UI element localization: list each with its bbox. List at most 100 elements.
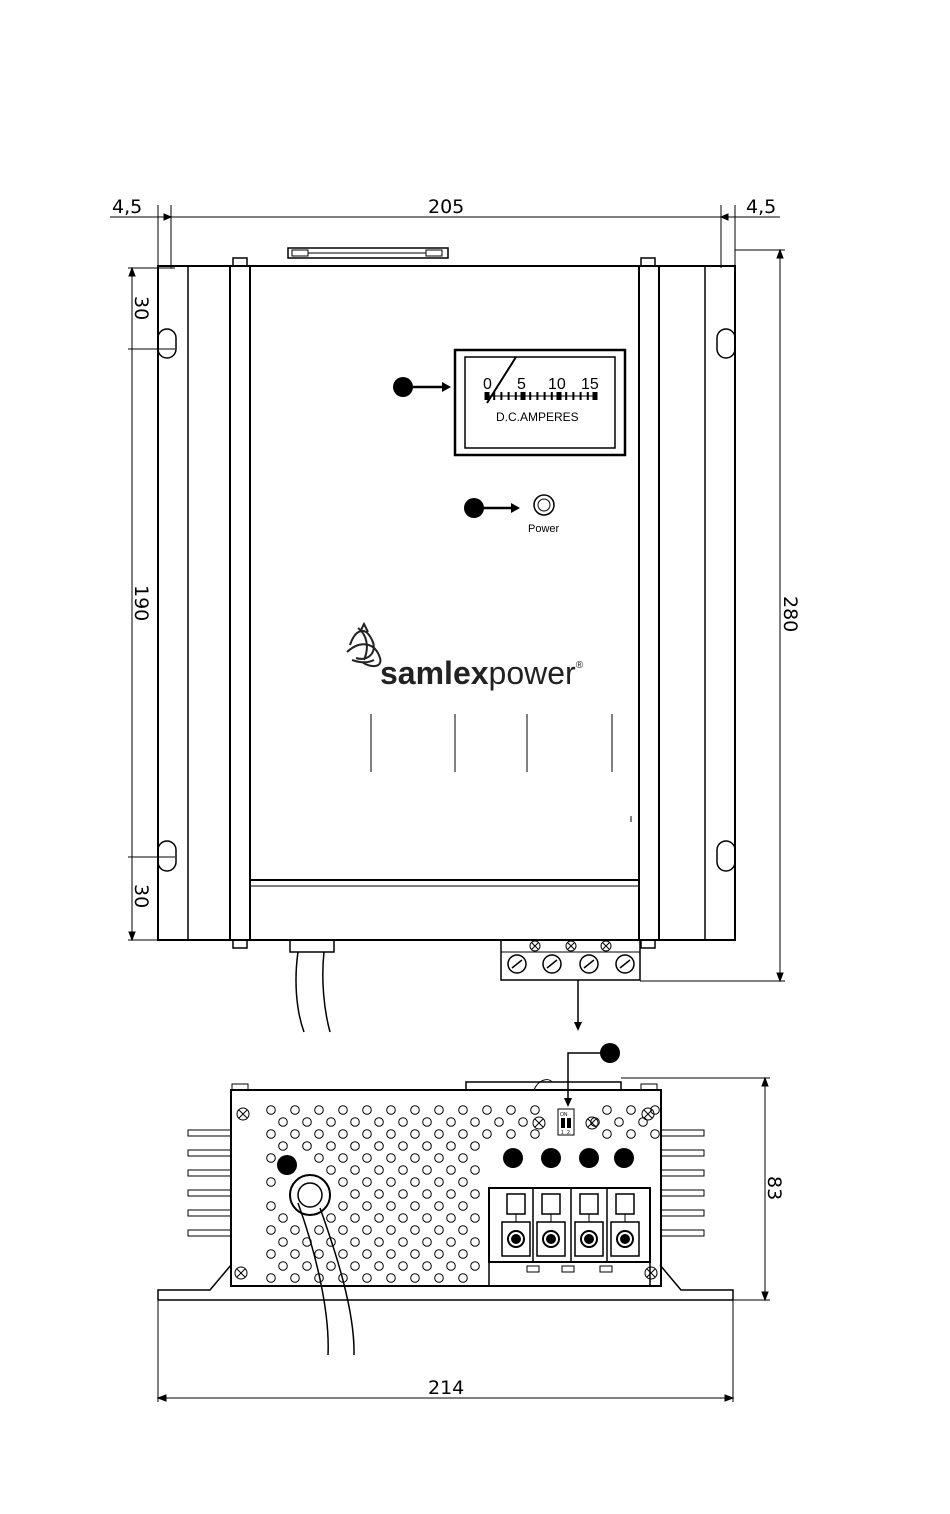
- dim-left-margin: 4,5: [112, 196, 142, 218]
- vent-hole: [459, 1202, 468, 1211]
- vent-hole: [471, 1190, 480, 1199]
- vent-hole: [279, 1262, 288, 1271]
- vent-hole: [627, 1106, 636, 1115]
- screw-cross: [237, 1269, 245, 1277]
- vent-hole: [399, 1238, 408, 1247]
- vent-hole: [315, 1130, 324, 1139]
- vent-hole: [327, 1166, 336, 1175]
- vent-hole: [291, 1250, 300, 1259]
- dim-bottom-slot: 30: [130, 884, 152, 908]
- vent-hole: [363, 1154, 372, 1163]
- screw-cross: [603, 943, 609, 949]
- vent-hole: [303, 1118, 312, 1127]
- right-heatsink-fins: [661, 1130, 704, 1236]
- terminal-callout-dot: [541, 1148, 561, 1168]
- terminal-screw-head: [546, 1234, 556, 1244]
- meter-tick-mark: [493, 392, 495, 400]
- power-led-callout: [464, 498, 520, 518]
- vent-hole: [399, 1190, 408, 1199]
- vent-hole: [339, 1226, 348, 1235]
- terminal-screw-head: [511, 1234, 521, 1244]
- vent-hole: [315, 1250, 324, 1259]
- vent-hole: [363, 1274, 372, 1283]
- vent-hole: [291, 1226, 300, 1235]
- vent-hole: [459, 1178, 468, 1187]
- vent-hole: [411, 1202, 420, 1211]
- vent-hole: [447, 1118, 456, 1127]
- vent-hole: [459, 1274, 468, 1283]
- vent-hole: [411, 1226, 420, 1235]
- vent-hole: [387, 1130, 396, 1139]
- vent-hole: [495, 1118, 504, 1127]
- terminal-callout-dots: [503, 1148, 634, 1168]
- dip-switch-on-label: ON: [560, 1112, 568, 1118]
- vent-hole: [627, 1130, 636, 1139]
- vent-hole: [471, 1142, 480, 1151]
- ammeter-callout: [393, 377, 451, 397]
- vent-hole: [315, 1226, 324, 1235]
- meter-tick-mark: [500, 392, 502, 400]
- screw-cross: [647, 1269, 655, 1277]
- meter-tick-label-15: 15: [581, 376, 599, 393]
- vent-hole: [459, 1106, 468, 1115]
- vent-hole: [327, 1118, 336, 1127]
- vent-hole: [267, 1154, 276, 1163]
- vent-hole: [339, 1154, 348, 1163]
- vent-hole: [375, 1118, 384, 1127]
- meter-tick-mark: [551, 392, 553, 400]
- vent-hole: [315, 1106, 324, 1115]
- heatsink-fin: [661, 1190, 704, 1196]
- vent-hole: [339, 1130, 348, 1139]
- side-terminals: [502, 1188, 639, 1272]
- vent-hole: [435, 1178, 444, 1187]
- vent-hole: [351, 1118, 360, 1127]
- vent-hole: [531, 1130, 540, 1139]
- vent-hole: [459, 1130, 468, 1139]
- meter-tick-mark: [536, 392, 538, 400]
- vent-hole: [459, 1250, 468, 1259]
- terminal-screw-slot: [512, 960, 522, 968]
- vent-hole: [267, 1274, 276, 1283]
- front-terminal-block: [501, 940, 640, 1031]
- terminal-screw-slot: [547, 960, 557, 968]
- screw-cross: [535, 1119, 543, 1127]
- meter-tick-mark: [557, 392, 562, 400]
- terminal-screw-head: [620, 1234, 630, 1244]
- meter-tick-label-5: 5: [517, 376, 526, 393]
- vent-hole: [279, 1214, 288, 1223]
- left-heatsink-fins: [188, 1130, 231, 1236]
- front-cable: [290, 940, 334, 1032]
- terminal-callout-dot: [503, 1148, 523, 1168]
- power-led: [534, 495, 554, 515]
- terminal-foot: [562, 1266, 574, 1272]
- terminal-screw-head: [584, 1234, 594, 1244]
- meter-tick-mark: [485, 392, 490, 400]
- vent-hole: [279, 1142, 288, 1151]
- meter-tick-mark: [515, 392, 517, 400]
- vent-hole: [411, 1250, 420, 1259]
- vent-hole: [435, 1106, 444, 1115]
- vent-hole: [639, 1118, 648, 1127]
- meter-tick-mark: [572, 392, 574, 400]
- dip-switch-callout: [564, 1043, 620, 1107]
- dip-switch-pos-2: 2: [567, 1130, 570, 1136]
- vent-hole: [327, 1262, 336, 1271]
- meter-tick-mark: [593, 392, 598, 400]
- vent-hole: [267, 1250, 276, 1259]
- dip-switch[interactable]: ON 1 2: [558, 1109, 574, 1136]
- meter-tick-mark: [565, 392, 567, 400]
- vent-hole: [651, 1130, 660, 1139]
- vent-hole: [447, 1262, 456, 1271]
- heatsink-fin: [188, 1130, 231, 1136]
- vent-hole: [615, 1118, 624, 1127]
- vent-hole: [339, 1106, 348, 1115]
- terminal-screw-slot: [584, 960, 594, 968]
- dim-bottom-width: 214: [428, 1377, 464, 1399]
- vent-hole: [411, 1130, 420, 1139]
- dim-total-height: 280: [779, 596, 801, 632]
- screw-cross: [239, 1110, 247, 1118]
- terminal-top: [507, 1194, 525, 1214]
- terminal-callout-dot: [614, 1148, 634, 1168]
- vent-hole: [375, 1262, 384, 1271]
